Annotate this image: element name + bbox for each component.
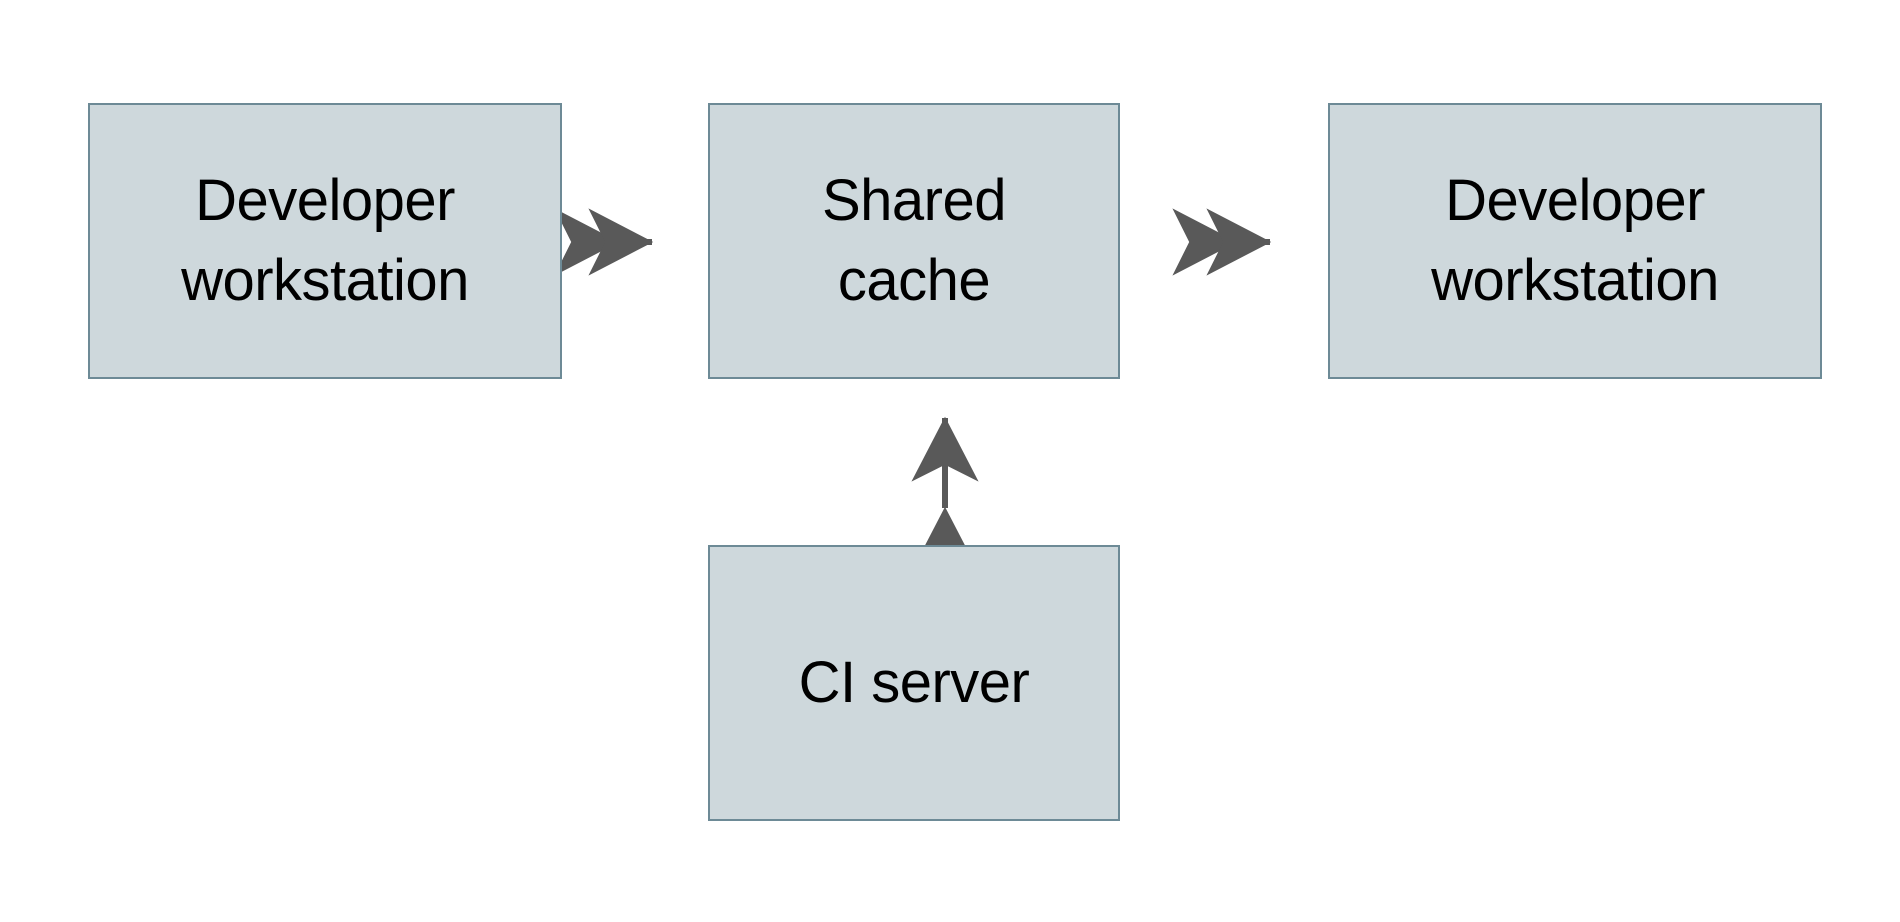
node-label: CI server <box>798 649 1030 715</box>
node-shared-cache[interactable]: Shared cache <box>708 103 1120 379</box>
node-label: Developer workstation <box>181 167 469 313</box>
node-developer-workstation-left[interactable]: Developer workstation <box>88 103 562 379</box>
node-label: Developer workstation <box>1431 167 1719 313</box>
node-label: Shared cache <box>821 167 1007 313</box>
node-ci-server[interactable]: CI server <box>708 545 1120 821</box>
node-developer-workstation-right[interactable]: Developer workstation <box>1328 103 1822 379</box>
